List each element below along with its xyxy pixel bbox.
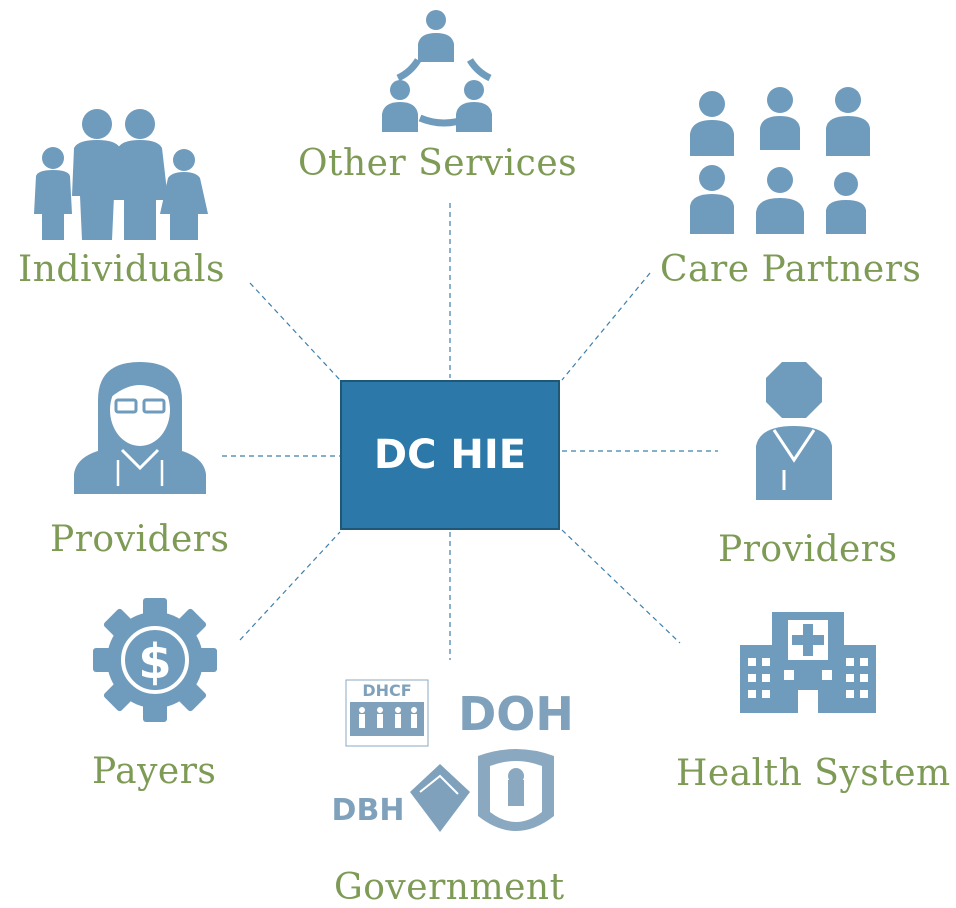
male-doctor-icon [756, 362, 832, 500]
fems-seal-logo [478, 749, 554, 831]
connector-individuals [249, 282, 341, 381]
label-providers-left: Providers [50, 519, 230, 560]
label-individuals: Individuals [18, 249, 225, 290]
label-providers-right: Providers [718, 529, 898, 570]
doh-logo: DOH [458, 687, 574, 741]
label-other-services: Other Services [298, 143, 578, 184]
gear-dollar-icon: $ [93, 598, 217, 722]
dc-hie-hub: DC HIE [340, 380, 560, 530]
label-care-partners: Care Partners [660, 249, 922, 290]
doh-logo-text: DOH [458, 687, 574, 741]
hospital-icon [740, 612, 876, 713]
dhcf-logo: DHCF [345, 679, 429, 747]
dhcf-logo-text: DHCF [362, 681, 411, 700]
dbh-logo-text: DBH [332, 793, 405, 828]
connectors [222, 203, 718, 660]
label-government: Government [334, 867, 565, 908]
care-team-icon [690, 87, 870, 234]
label-health-system: Health System [676, 753, 951, 794]
connector-payers [239, 531, 341, 641]
people-circle-icon [382, 10, 492, 132]
hub-label: DC HIE [373, 432, 527, 478]
connector-care-partners [561, 272, 651, 381]
female-doctor-icon [74, 362, 206, 494]
family-icon [34, 109, 208, 240]
dbh-logo: DBH [332, 764, 470, 832]
label-payers: Payers [92, 751, 217, 792]
connector-health-system [561, 529, 681, 644]
svg-text:$: $ [138, 634, 171, 690]
